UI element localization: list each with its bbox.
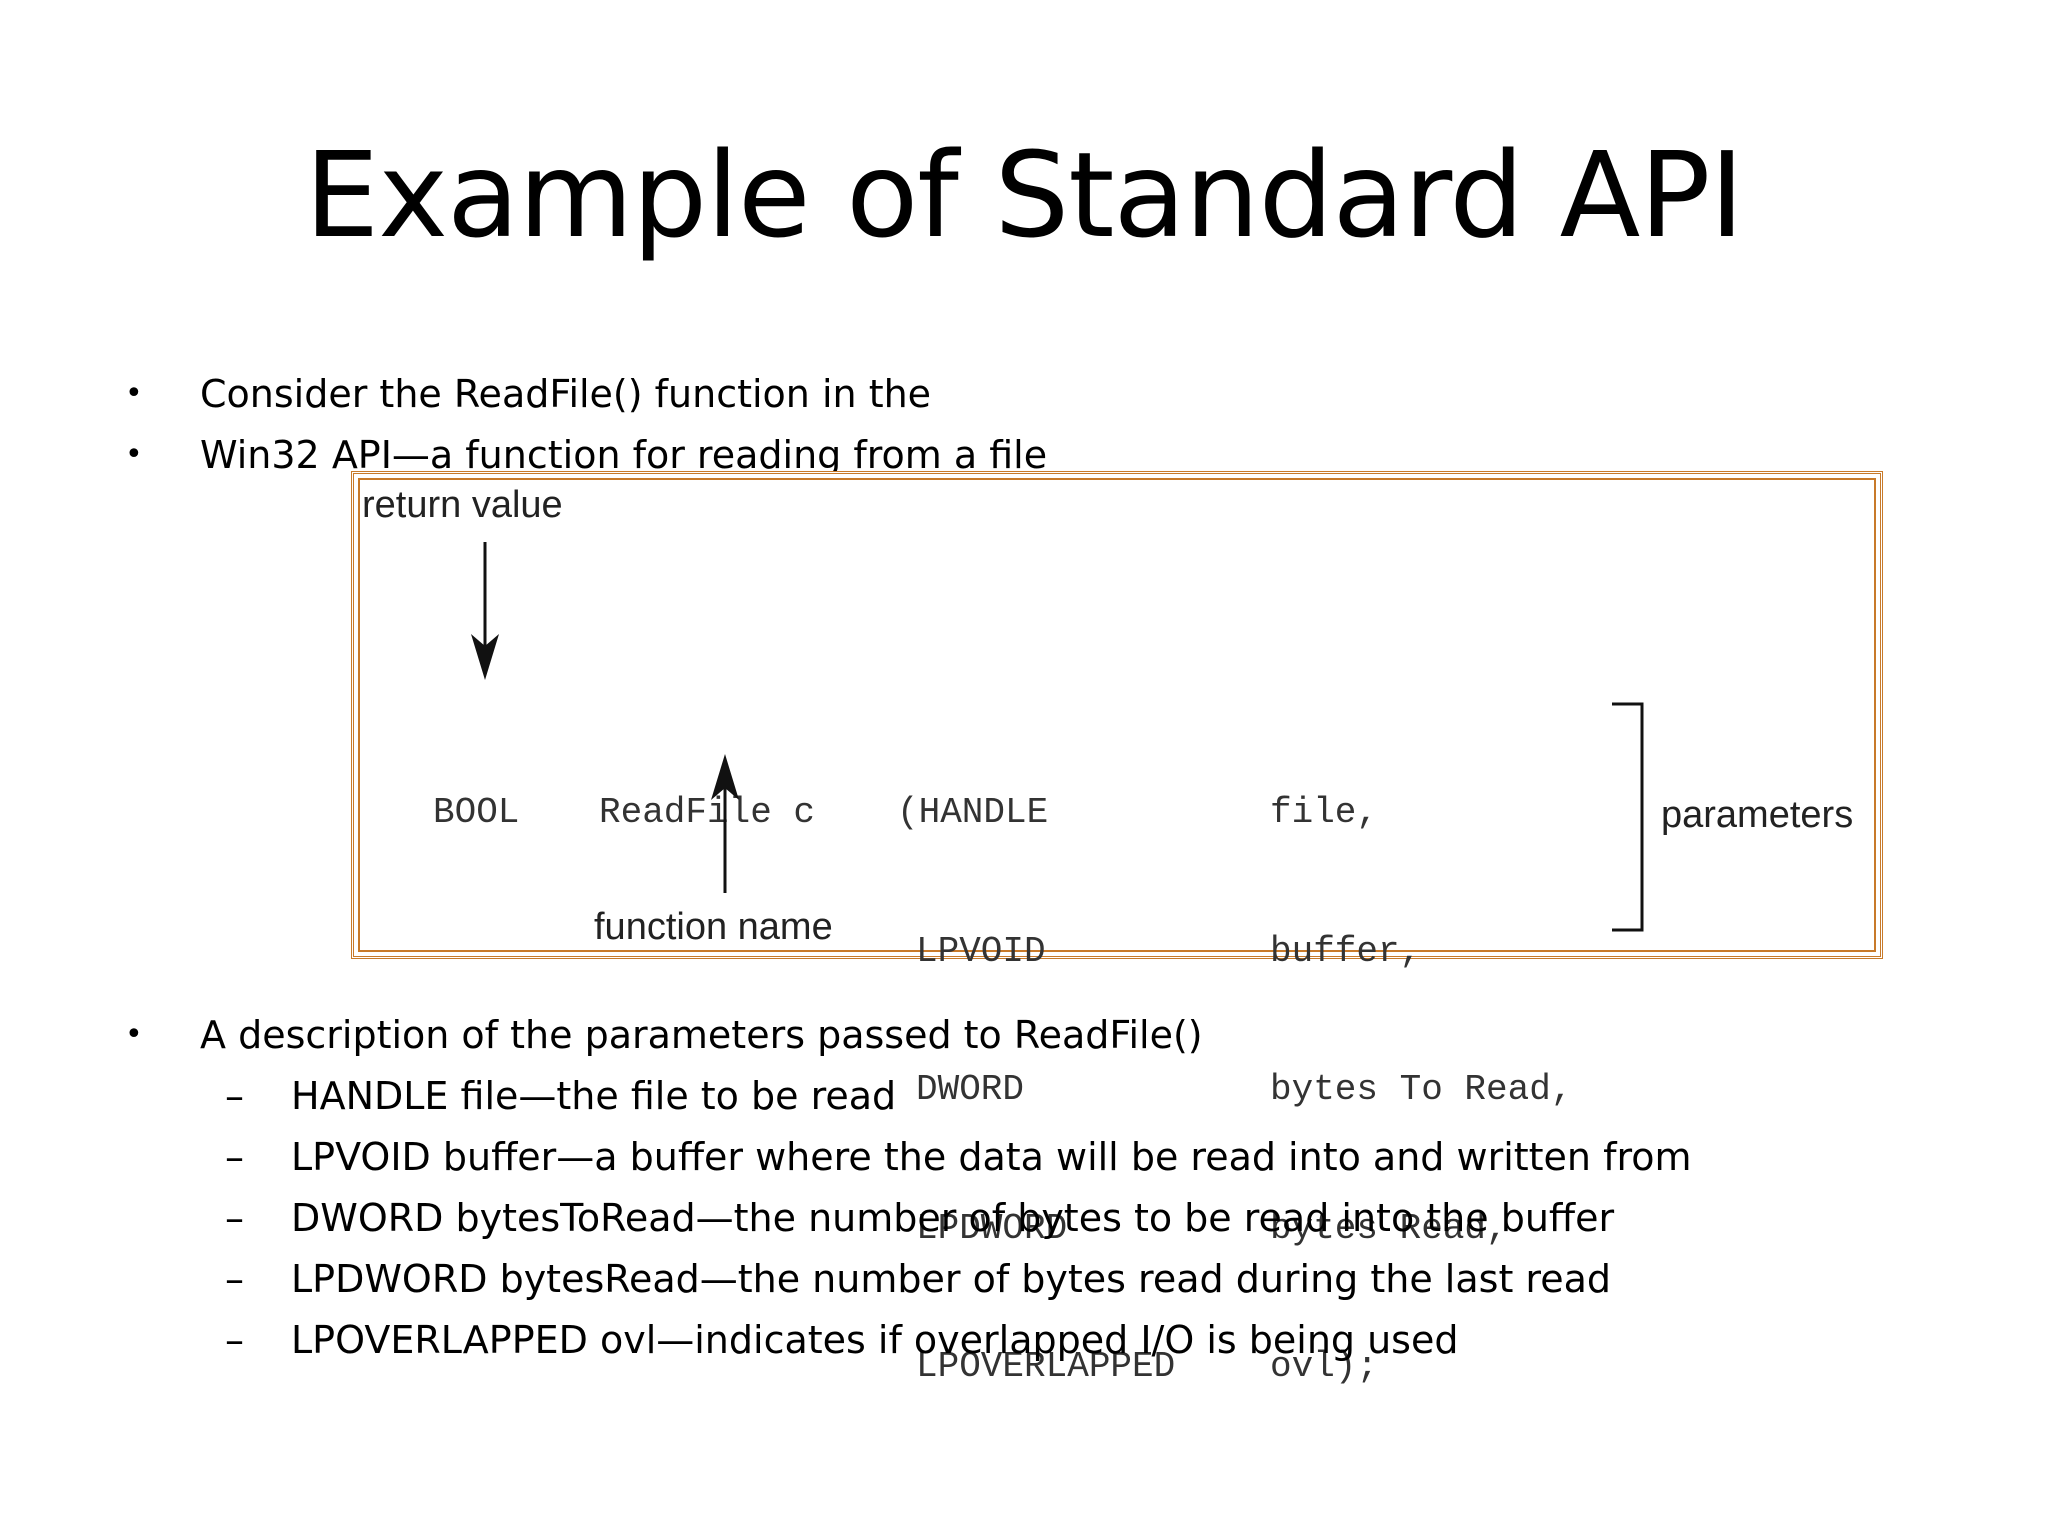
slide-title: Example of Standard API bbox=[304, 126, 1745, 264]
bullet-text: Consider the ReadFile() function in the bbox=[200, 372, 932, 416]
param-name: bytes Read, bbox=[1270, 1207, 1508, 1249]
bullet-marker: • bbox=[125, 376, 143, 411]
sub-bullet-text: LPOVERLAPPED ovl—indicates if overlapped… bbox=[291, 1318, 1459, 1362]
sub-bullet-text: HANDLE file—the file to be read bbox=[291, 1074, 897, 1118]
sub-bullet-marker: – bbox=[225, 1257, 244, 1301]
sub-bullet-text: LPDWORD bytesRead—the number of bytes re… bbox=[291, 1257, 1611, 1301]
param-name: file, bbox=[1270, 792, 1379, 833]
figure-frame-inner-border bbox=[358, 478, 1876, 952]
param-type: (HANDLE bbox=[897, 792, 1049, 833]
param-type: LPOVERLAPPED bbox=[916, 1346, 1176, 1387]
sub-bullet-marker: – bbox=[225, 1318, 244, 1362]
return-type-code: BOOL bbox=[433, 698, 519, 883]
param-types-column: (HANDLE LPVOID DWORD LPDWORD LPOVERLAPPE… bbox=[897, 698, 1175, 1437]
bullet-text: A description of the parameters passed t… bbox=[200, 1013, 1203, 1057]
param-names-column: file, buffer, bytes To Read, bytes Read,… bbox=[1270, 698, 1572, 1437]
sub-bullet-text: LPVOID buffer—a buffer where the data wi… bbox=[291, 1135, 1692, 1179]
sub-bullet-marker: – bbox=[225, 1074, 244, 1118]
sub-bullet-text: DWORD bytesToRead—the number of bytes to… bbox=[291, 1196, 1615, 1240]
param-type: LPVOID bbox=[916, 930, 1046, 972]
return-type: BOOL bbox=[433, 792, 520, 833]
param-type: LPDWORD bbox=[916, 1207, 1068, 1249]
param-name: bytes To Read, bbox=[1270, 1069, 1573, 1110]
sub-bullet-marker: – bbox=[225, 1196, 244, 1240]
sub-bullet-marker: – bbox=[225, 1135, 244, 1179]
function-call-code: ReadFile c bbox=[599, 698, 815, 883]
return-value-label: return value bbox=[362, 484, 563, 526]
param-type: DWORD bbox=[916, 1069, 1025, 1110]
bullet-marker: • bbox=[125, 437, 143, 472]
parameters-label: parameters bbox=[1661, 794, 1854, 836]
bullet-text: Win32 API—a function for reading from a … bbox=[200, 433, 1048, 477]
bullet-marker: • bbox=[125, 1017, 143, 1052]
function-call: ReadFile c bbox=[599, 792, 816, 833]
param-name: buffer, bbox=[1270, 930, 1422, 972]
function-name-label: function name bbox=[594, 906, 833, 948]
param-name: ovl); bbox=[1270, 1346, 1379, 1387]
